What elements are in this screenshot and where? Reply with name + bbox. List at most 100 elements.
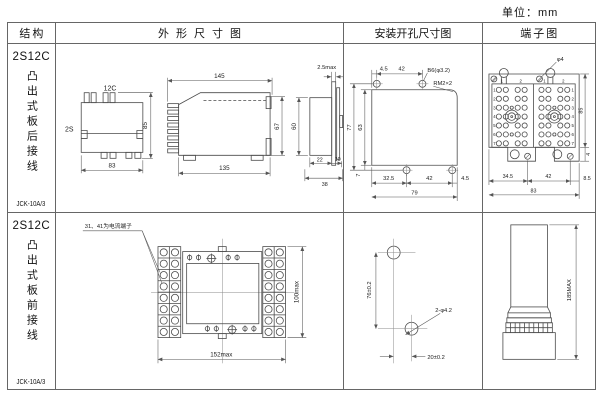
- front-top-label: 12C: [103, 86, 116, 93]
- structure-cell-rear: 2S12C 凸出式板后接线 JCK-10A/3: [8, 44, 56, 212]
- structure-type-label: 凸出式板后接线: [25, 70, 38, 175]
- col-number: 2: [519, 78, 522, 83]
- outline-drawing-front: 31、41为电流端子: [82, 222, 307, 364]
- svg-text:5: 5: [571, 123, 574, 128]
- terminal-drawing-front: 185MAX: [502, 224, 579, 360]
- dim-top-pitch: 42: [399, 66, 405, 72]
- unit-label: 单位：mm: [502, 7, 559, 19]
- front-side-label: 2S: [65, 126, 74, 133]
- col-number: 1: [500, 78, 503, 83]
- svg-text:3: 3: [493, 105, 496, 110]
- dim-bottom-a: 34.5: [502, 174, 512, 180]
- mounting-cell-front: 76±0.2 20±0.2 2-φ4.2: [344, 213, 483, 390]
- dim-rear-height: 60: [291, 123, 298, 130]
- mounting-holes: [371, 77, 459, 177]
- svg-text:2: 2: [493, 96, 496, 101]
- svg-text:4: 4: [493, 114, 496, 119]
- structure-cell-front: 2S12C 凸出式板前接线 JCK-10A/3: [8, 213, 56, 390]
- dim-height-185max: 185MAX: [567, 279, 573, 301]
- hole-spec-label: 2-φ4.2: [436, 308, 453, 314]
- svg-text:1: 1: [493, 87, 496, 92]
- dim-width-152max: 152max: [210, 351, 233, 358]
- dim-panel-thickness: 2.5max: [317, 65, 336, 71]
- spec-table: 结构 外形尺寸图 安装开孔尺寸图 端子图 2S12C 凸出式板后接线 JCK-1…: [7, 22, 596, 390]
- terminal-plate: [488, 73, 580, 162]
- svg-text:6: 6: [571, 132, 574, 137]
- dim-ear-offset: 4: [586, 153, 592, 156]
- dim-rear-depth-b: 10: [334, 157, 340, 163]
- structure-code-label: JCK-10A/3: [16, 201, 46, 208]
- dim-horizontal-offset: 20±0.2: [428, 355, 445, 361]
- dim-total-width: 79: [412, 191, 418, 197]
- svg-text:7: 7: [571, 141, 574, 146]
- svg-text:3: 3: [571, 105, 574, 110]
- terminal-dims: 85 4 34.5 42 8.5 83: [488, 73, 592, 199]
- mounting-drawing-rear: 4.5 42 B6(φ3.2) RM2×2 77 63 7: [347, 66, 469, 201]
- row-numbers-right: 1 2 3 4 5 6 7: [571, 87, 574, 146]
- front-view: 12C 2S 85 83: [65, 86, 153, 174]
- dim-top-offset: 4.5: [380, 66, 388, 72]
- mounting-drawing-front: 76±0.2 20±0.2 2-φ4.2: [367, 238, 453, 364]
- dim-bottom-edge-offset: 7: [356, 174, 362, 177]
- row-rear-wiring: 2S12C 凸出式板后接线 JCK-10A/3 12C 2S: [8, 44, 595, 213]
- terminal-front-dims: 185MAX: [548, 224, 579, 360]
- dim-vertical-pitch: 76±0.2: [367, 281, 373, 298]
- outline-drawing-rear: 12C 2S 85 83: [65, 65, 344, 188]
- model-label: 2S12C: [12, 51, 51, 63]
- dim-total-height: 77: [347, 124, 353, 130]
- rear-panel-view: 2.5max 60 22 10 38: [291, 65, 344, 188]
- header-outline: 外形尺寸图: [56, 23, 345, 43]
- centerlines: [150, 238, 295, 364]
- dim-front-width: 83: [108, 162, 115, 169]
- dim-bottom-c: 8.5: [583, 176, 590, 182]
- current-terminal-note: 31、41为电流端子: [85, 222, 132, 230]
- outline-cell-front: 31、41为电流端子: [56, 213, 345, 390]
- mounting-front-dims: 76±0.2 20±0.2 2-φ4.2: [367, 252, 453, 361]
- dim-side-height: 67: [274, 123, 281, 130]
- terminal-drawing-rear: φ4 1 2 1 2: [488, 57, 592, 199]
- panel-cutout: [371, 89, 458, 166]
- svg-text:1: 1: [571, 87, 574, 92]
- screw-symbols: [186, 253, 257, 335]
- hole-spec-label: B6(φ3.2): [428, 68, 451, 74]
- mounting-dims: 4.5 42 B6(φ3.2) RM2×2 77 63 7: [347, 66, 469, 201]
- dim-rear-depth-a: 22: [317, 157, 323, 163]
- structure-type-label: 凸出式板前接线: [25, 239, 38, 344]
- relay-body: [182, 246, 262, 339]
- side-view: 145 135 67: [167, 73, 285, 177]
- header-mounting: 安装开孔尺寸图: [344, 23, 483, 43]
- terminal-cell-front: 185MAX: [483, 213, 595, 390]
- hole-top: [378, 238, 416, 364]
- outline-cell-rear: 12C 2S 85 83: [56, 44, 345, 212]
- svg-text:2: 2: [571, 96, 574, 101]
- dim-side-body-depth: 135: [219, 165, 230, 172]
- terminal-holes: [495, 86, 570, 147]
- dim-bottom-offset: 32.5: [383, 176, 394, 182]
- hole-bottom: [378, 314, 428, 362]
- svg-text:7: 7: [493, 141, 496, 146]
- svg-text:6: 6: [493, 132, 496, 137]
- terminal-strip-left: [157, 246, 181, 338]
- pin-hole-spec-label: φ4: [556, 57, 564, 63]
- outline-front-dims: 100max 152max: [157, 246, 307, 364]
- dim-height-100max: 100max: [293, 280, 300, 303]
- dim-side-total-depth: 145: [214, 73, 225, 80]
- mounting-pins: [490, 68, 574, 160]
- mounting-cell-rear: 4.5 42 B6(φ3.2) RM2×2 77 63 7: [344, 44, 483, 212]
- header-structure: 结构: [8, 23, 56, 43]
- model-label: 2S12C: [12, 220, 51, 232]
- dim-terminal-height: 85: [578, 108, 584, 114]
- structure-code-label: JCK-10A/3: [16, 379, 46, 386]
- dim-rear-depth-total: 38: [322, 182, 328, 188]
- row-front-wiring: 2S12C 凸出式板前接线 JCK-10A/3 31、41为电流端子: [8, 213, 595, 390]
- dim-bottom-pitch: 42: [426, 176, 432, 182]
- terminal-cell-rear: φ4 1 2 1 2: [483, 44, 595, 212]
- header-terminal: 端子图: [520, 28, 560, 40]
- dim-front-height: 85: [142, 122, 149, 129]
- col-number: 1: [543, 78, 546, 83]
- relay-side-silhouette: [502, 224, 556, 360]
- table-header-row: 结构 外形尺寸图 安装开孔尺寸图 端子图: [8, 23, 595, 44]
- dim-right-offset: 4.5: [461, 176, 469, 182]
- dim-bottom-b: 42: [545, 174, 551, 180]
